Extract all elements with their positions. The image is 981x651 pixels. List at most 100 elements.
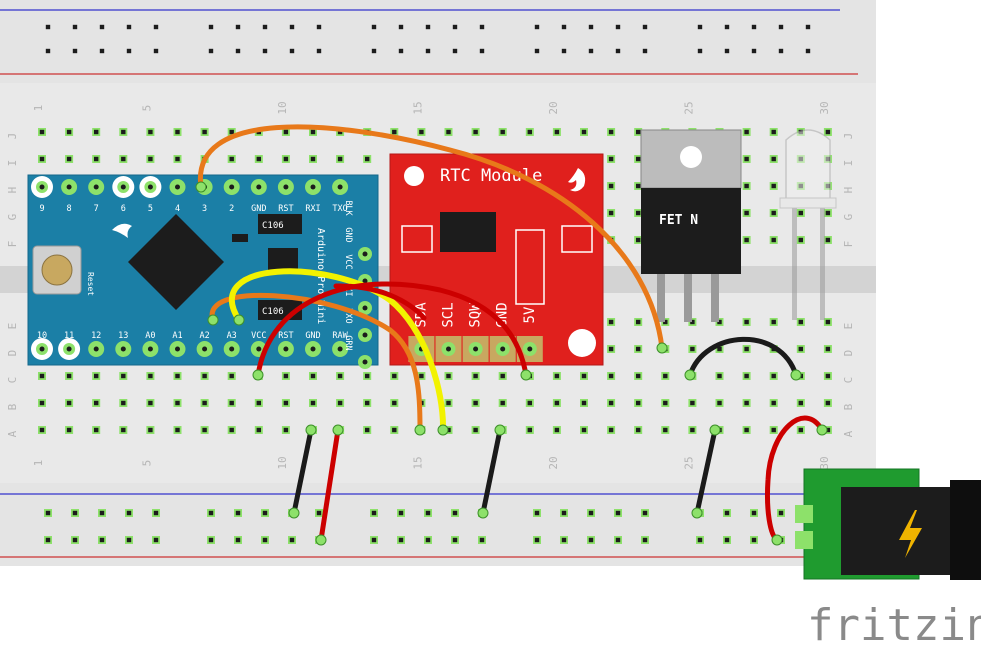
rail-hole <box>126 24 132 30</box>
arduino-pin-label-top: 8 <box>67 204 72 214</box>
breadboard-hole <box>769 399 778 407</box>
breadboard-hole <box>634 209 643 217</box>
breadboard-hole <box>580 399 588 407</box>
wire-end <box>790 369 802 381</box>
bird-logo-icon <box>112 223 132 238</box>
power-jack-barrel <box>950 480 981 580</box>
arduino-pin-label-top: TXO <box>332 204 347 214</box>
breadboard-hole <box>200 399 209 407</box>
arduino-reset-button[interactable] <box>41 254 73 286</box>
row-letter-left: A <box>6 430 19 437</box>
rail-hole <box>207 509 215 517</box>
rail-hole <box>208 24 214 30</box>
row-letter-left: D <box>6 350 19 357</box>
rail-hole <box>560 509 568 517</box>
breadboard-hole <box>796 345 805 353</box>
wire-ends <box>195 181 828 546</box>
breadboard-hole <box>65 399 74 407</box>
arduino-chip-mark-1: C106 <box>262 221 284 231</box>
rtc-board <box>389 153 604 366</box>
led-leg-2 <box>820 208 825 320</box>
breadboard-hole <box>119 128 128 136</box>
breadboard-hole <box>552 399 561 407</box>
wire-end <box>288 507 300 519</box>
rail-hole <box>425 24 431 30</box>
arduino-pin-top <box>88 179 105 195</box>
rail-hole <box>534 48 540 54</box>
breadboard-hole <box>715 345 724 353</box>
breadboard-hole <box>227 155 236 163</box>
breadboard-hole <box>796 236 805 244</box>
arduino-pin-bottom <box>332 341 349 357</box>
power-jack-body <box>841 487 956 575</box>
breadboard-hole <box>254 399 263 407</box>
rtc-mount-hole-bottom <box>568 329 596 357</box>
rail-hole <box>235 48 241 54</box>
rail-hole <box>479 24 485 30</box>
breadboard-hole <box>607 399 616 407</box>
column-number-bottom: 30 <box>818 456 831 469</box>
breadboard-hole <box>634 155 643 163</box>
wire-end <box>709 424 721 436</box>
arduino-pin-label-bottom: A2 <box>199 331 209 341</box>
breadboard-hole <box>119 155 128 163</box>
breadboard-hole <box>254 426 263 434</box>
rail-hole <box>207 536 215 544</box>
breadboard-hole <box>281 155 290 163</box>
breadboard-hole <box>607 426 616 434</box>
rail-hole <box>452 48 458 54</box>
rtc-pin <box>435 336 462 362</box>
rail-hole <box>370 509 378 517</box>
rail-hole <box>289 48 295 54</box>
breadboard-hole <box>796 426 805 434</box>
breadboard-bottom-rail <box>0 483 876 566</box>
rail-hole <box>288 536 296 544</box>
breadboard-hole <box>525 399 534 407</box>
arduino-pin-top <box>31 176 53 198</box>
row-letter-right: J <box>842 133 855 140</box>
wire-end <box>494 424 506 436</box>
breadboard-hole <box>390 372 399 380</box>
breadboard-hole <box>146 155 155 163</box>
wire-black-3 <box>694 427 718 516</box>
breadboard-hole <box>580 426 588 434</box>
rail-hole <box>534 24 540 30</box>
breadboard-hole <box>65 372 74 380</box>
breadboard-hole <box>119 399 128 407</box>
breadboard-hole <box>498 399 507 407</box>
breadboard-hole <box>119 426 128 434</box>
breadboard-hole <box>661 372 670 380</box>
wire-end <box>656 342 668 354</box>
wire-end <box>252 369 264 381</box>
wire-end <box>437 424 449 436</box>
breadboard-hole <box>823 399 832 407</box>
fet-transistor: FET N <box>640 129 742 322</box>
breadboard-hole <box>796 318 805 326</box>
rail-hole <box>262 48 268 54</box>
column-number-bottom: 20 <box>547 456 560 469</box>
rail-hole <box>98 536 106 544</box>
rail-hole <box>262 24 268 30</box>
rail-hole <box>261 509 269 517</box>
rtc-pin-label: 5V <box>522 306 538 323</box>
arduino-mcu-chip <box>128 214 224 310</box>
rail-hole <box>425 48 431 54</box>
rail-hole <box>641 536 649 544</box>
rail-hole <box>45 24 51 30</box>
rail-hole <box>289 24 295 30</box>
arduino-pin-label-bottom: VCC <box>251 331 266 341</box>
breadboard-hole <box>823 209 832 217</box>
breadboard-hole <box>525 426 534 434</box>
breadboard-hole <box>417 372 426 380</box>
breadboard-hole <box>769 155 778 163</box>
breadboard-hole <box>471 399 480 407</box>
fet-leg-1 <box>657 274 665 322</box>
breadboard-hole <box>742 155 751 163</box>
arduino-pin-side <box>358 355 372 369</box>
rail-hole <box>452 24 458 30</box>
